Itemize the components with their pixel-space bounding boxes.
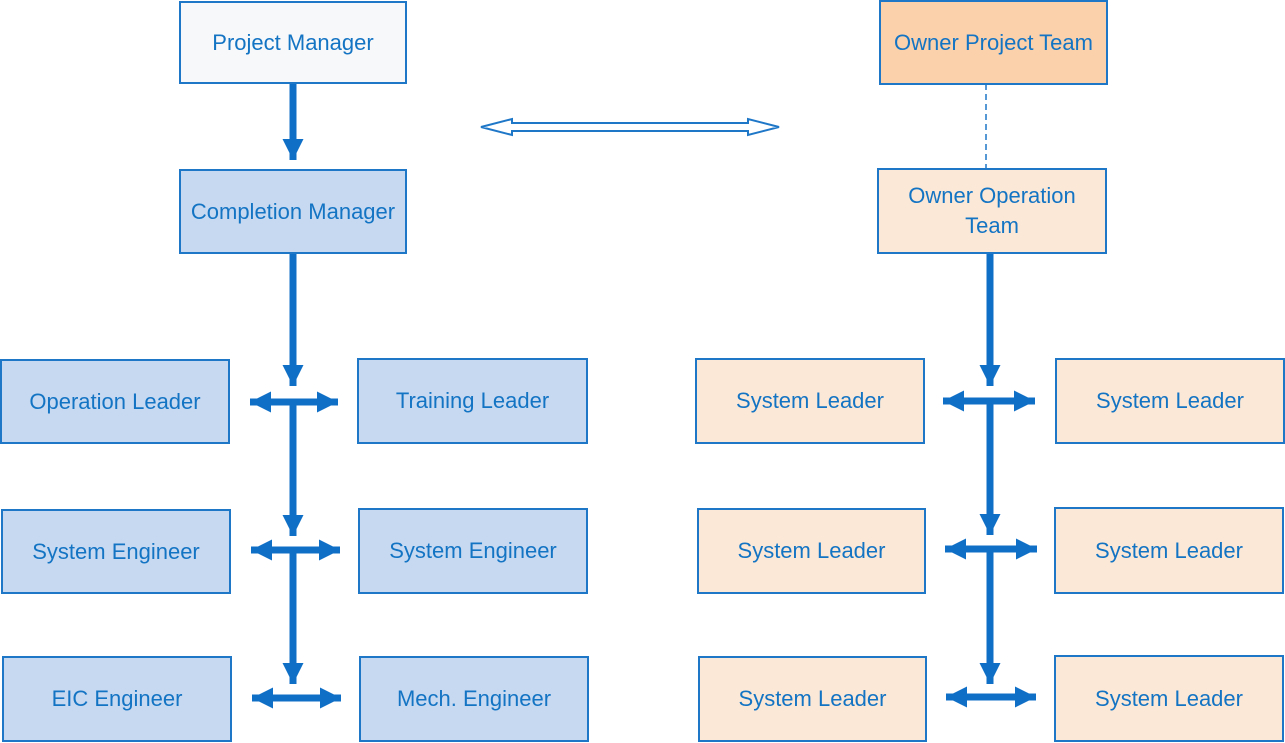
completion-manager-box: Completion Manager <box>179 169 407 254</box>
system-leader-2-box: System Leader <box>1055 358 1285 444</box>
training-leader-box: Training Leader <box>357 358 588 444</box>
system-leader-3-box: System Leader <box>697 508 926 594</box>
system-leader-3-label: System Leader <box>737 538 886 563</box>
system-leader-4-label: System Leader <box>1095 537 1243 563</box>
owner-operation-team-label: Owner Operation Team <box>908 183 1076 238</box>
completion-manager-label: Completion Manager <box>190 198 396 224</box>
system-leader-1-label: System Leader <box>736 388 884 413</box>
system-engineer-right-box: System Engineer <box>358 508 588 594</box>
system-engineer-left-box: System Engineer <box>1 509 231 594</box>
system-leader-6-box: System Leader <box>1054 655 1284 742</box>
project-manager-box: Project Manager <box>179 1 407 84</box>
owner-project-team-box: Owner Project Team <box>879 0 1108 85</box>
training-leader-label: Training Leader <box>395 388 550 413</box>
mech-engineer-label: Mech. Engineer <box>396 686 552 711</box>
system-leader-4-box: System Leader <box>1054 507 1284 594</box>
eic-engineer-box: EIC Engineer <box>2 656 232 742</box>
relationship-double-arrow <box>480 117 780 137</box>
project-manager-label: Project Manager <box>212 29 374 55</box>
operation-leader-label: Operation Leader <box>29 388 201 414</box>
system-leader-6-label: System Leader <box>1095 685 1243 711</box>
system-engineer-left-label: System Engineer <box>32 538 200 564</box>
operation-leader-box: Operation Leader <box>0 359 230 444</box>
system-engineer-right-label: System Engineer <box>389 538 557 563</box>
system-leader-2-label: System Leader <box>1096 388 1244 413</box>
owner-operation-team-box: Owner Operation Team <box>877 168 1107 254</box>
owner-project-team-label: Owner Project Team <box>894 29 1093 55</box>
system-leader-1-box: System Leader <box>695 358 925 444</box>
eic-engineer-label: EIC Engineer <box>51 686 183 711</box>
system-leader-5-label: System Leader <box>738 686 887 711</box>
system-leader-5-box: System Leader <box>698 656 927 742</box>
mech-engineer-box: Mech. Engineer <box>359 656 589 742</box>
